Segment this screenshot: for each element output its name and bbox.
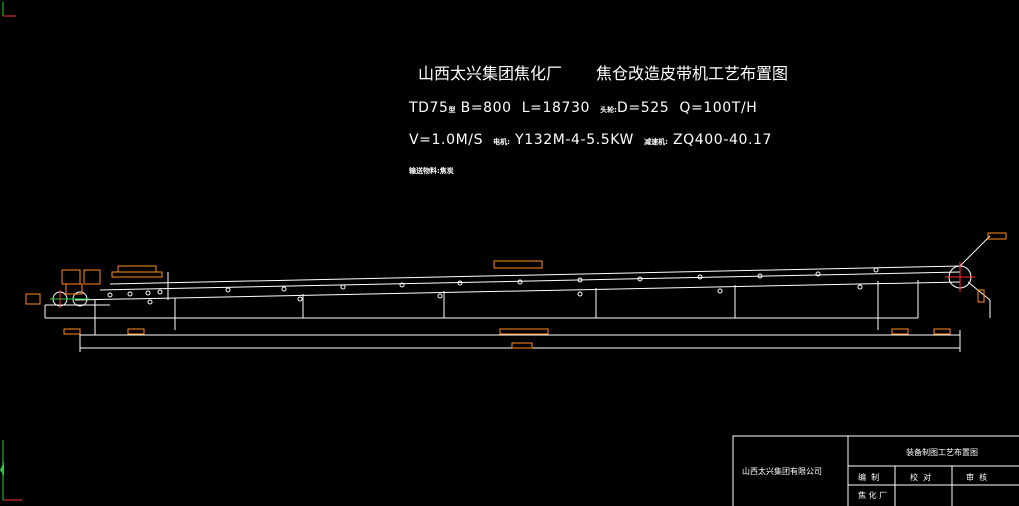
title-block-prepared: 编 制 bbox=[858, 473, 880, 482]
drawing-title: 山西太兴集团焦化厂 焦仓改造皮带机工艺布置图 bbox=[418, 60, 788, 84]
ucs-icon-bottom bbox=[0, 440, 22, 501]
title-block-checked: 校 对 bbox=[910, 473, 932, 482]
head-pulley bbox=[945, 262, 991, 318]
tail-pulley bbox=[50, 290, 90, 308]
spec-reducer: ZQ400-40.17 bbox=[672, 132, 773, 148]
spec-length: L=18730 bbox=[521, 100, 591, 116]
spec-reducer-label: 减速机: bbox=[644, 138, 668, 146]
spec-capacity: Q=100T/H bbox=[679, 100, 758, 116]
title-block-drawing-name: 装备制图工艺布置图 bbox=[906, 448, 978, 457]
spec-line-2: V=1.0M/S 电机: Y132M-4-5.5KW 减速机: ZQ400-40… bbox=[409, 132, 772, 148]
title-block-company: 山西太兴集团有限公司 bbox=[742, 467, 822, 476]
spec-model: TD75 bbox=[409, 100, 449, 116]
spec-line-1: TD75型 B=800 L=18730 头轮:D=525 Q=100T/H bbox=[409, 100, 757, 116]
spec-drum-label: 头轮: bbox=[600, 106, 617, 114]
spec-speed: V=1.0M/S bbox=[409, 132, 484, 148]
equipment-blocks bbox=[25, 232, 1007, 349]
ucs-icon-top bbox=[2, 2, 16, 17]
spec-motor: Y132M-4-5.5KW bbox=[515, 132, 634, 148]
title-company: 山西太兴集团焦化厂 bbox=[418, 64, 563, 83]
spec-belt-width: B=800 bbox=[460, 100, 512, 116]
spec-motor-label: 电机: bbox=[493, 138, 510, 146]
title-block-approved: 审 核 bbox=[966, 473, 988, 482]
spec-model-suffix: 型 bbox=[448, 106, 456, 114]
spec-drum: D=525 bbox=[616, 100, 670, 116]
idler-rollers bbox=[107, 267, 879, 305]
title-block-dept: 焦 化 厂 bbox=[858, 491, 888, 500]
title-project: 焦仓改造皮带机工艺布置图 bbox=[596, 64, 789, 83]
material-note: 输送物料:焦炭 bbox=[409, 167, 454, 175]
